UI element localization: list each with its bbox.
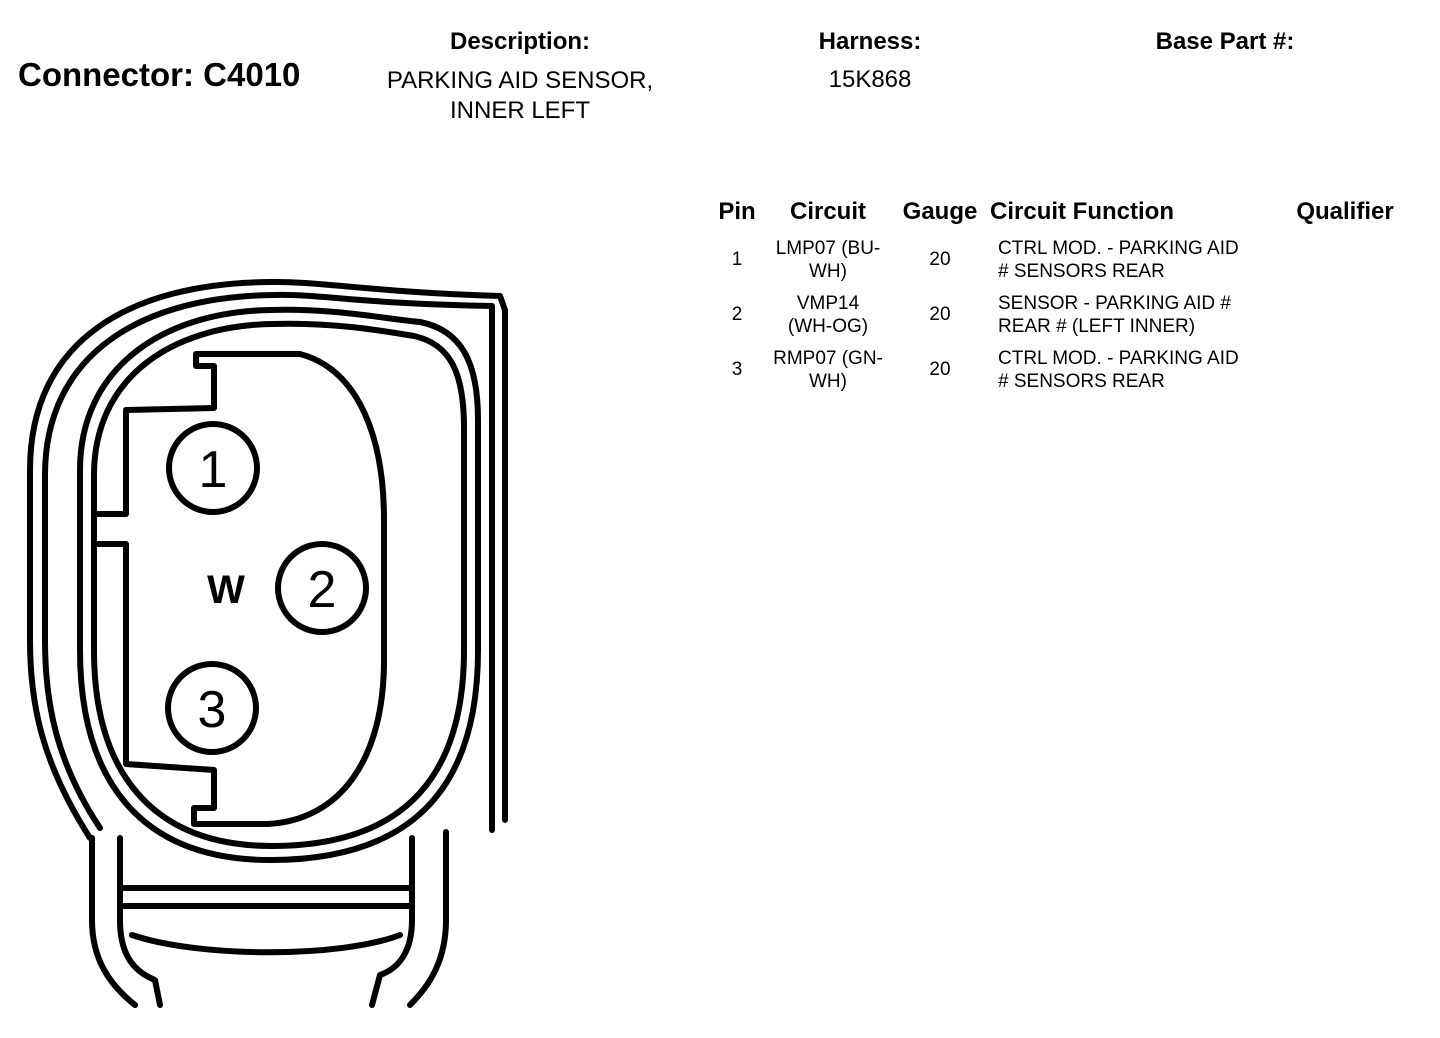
row-function-line: CTRL MOD. - PARKING AID: [998, 347, 1239, 369]
description-label: Description:: [449, 28, 590, 55]
row-function: CTRL MOD. - PARKING AID # SENSORS REAR: [990, 342, 1280, 397]
header-circuit-function: Circuit Function: [990, 198, 1174, 225]
pin-3-circle: [165, 661, 259, 755]
row-circuit: LMP07 (BU- WH): [766, 232, 890, 287]
pin-table-header-row: Pin Circuit Gauge Circuit Function Quali…: [708, 192, 1410, 232]
latch-left-inner: [117, 835, 163, 1008]
key-marker-label: W: [207, 568, 245, 612]
latch-bar-base: [129, 932, 403, 956]
pin-2-circle: [275, 541, 369, 635]
row-gauge: 20: [929, 249, 951, 270]
row-circuit: RMP07 (GN- WH): [766, 342, 890, 397]
table-row: 1 LMP07 (BU- WH) 20 CTRL MOD. - PARKING …: [708, 232, 1410, 287]
header-qualifier: Qualifier: [1296, 198, 1394, 225]
connector-title: Connector: C4010: [18, 56, 301, 93]
housing-second-outline: [42, 291, 495, 833]
row-circuit-line: LMP07 (BU-: [775, 237, 881, 259]
row-function: SENSOR - PARKING AID # REAR # (LEFT INNE…: [990, 287, 1280, 342]
header-gauge: Gauge: [902, 198, 978, 225]
latch-right-outer: [407, 829, 449, 1008]
description-line-2: INNER LEFT: [449, 97, 590, 124]
row-pin: 1: [731, 249, 743, 270]
row-circuit-line: WH): [809, 260, 847, 282]
row-pin: 2: [731, 304, 743, 325]
row-function: CTRL MOD. - PARKING AID # SENSORS REAR: [990, 232, 1280, 287]
table-row: 3 RMP07 (GN- WH) 20 CTRL MOD. - PARKING …: [708, 342, 1410, 397]
header-pin: Pin: [718, 198, 756, 225]
latch-right-inner: [369, 835, 415, 1008]
row-circuit-line: VMP14: [796, 292, 860, 314]
row-circuit-line: WH): [809, 370, 847, 392]
row-circuit-line: RMP07 (GN-: [773, 347, 883, 369]
table-row: 2 VMP14 (WH-OG) 20 SENSOR - PARKING AID …: [708, 287, 1410, 342]
pin-1-circle: [166, 421, 260, 515]
row-function-line: REAR # (LEFT INNER): [998, 315, 1196, 337]
harness-label: Harness:: [818, 28, 922, 55]
pin-2-label: 2: [308, 561, 337, 619]
description-value: PARKING AID SENSOR, INNER LEFT: [350, 66, 690, 126]
pin-3-label: 3: [198, 681, 227, 739]
description-line-1: PARKING AID SENSOR,: [386, 67, 654, 94]
row-circuit: VMP14 (WH-OG): [766, 287, 890, 342]
terminal-cavity-outline: [91, 351, 387, 827]
housing-innermost-band: [91, 320, 467, 849]
row-circuit-line: (WH-OG): [787, 315, 869, 337]
row-function-line: CTRL MOD. - PARKING AID: [998, 237, 1239, 259]
pin-table: Pin Circuit Gauge Circuit Function Quali…: [708, 192, 1410, 397]
row-function-line: SENSOR - PARKING AID #: [998, 292, 1231, 314]
row-gauge: 20: [929, 359, 951, 380]
base-part-label: Base Part #:: [1155, 28, 1295, 55]
row-pin: 3: [731, 359, 743, 380]
row-gauge: 20: [929, 304, 951, 325]
row-function-line: # SENSORS REAR: [998, 260, 1165, 282]
housing-inner-band: [77, 306, 481, 863]
row-function-line: # SENSORS REAR: [998, 370, 1165, 392]
harness-value: 15K868: [828, 66, 912, 93]
pin-1-label: 1: [199, 441, 228, 499]
housing-outer-outline: [27, 278, 508, 841]
latch-left-outer: [89, 835, 138, 1008]
header-circuit: Circuit: [789, 198, 866, 225]
